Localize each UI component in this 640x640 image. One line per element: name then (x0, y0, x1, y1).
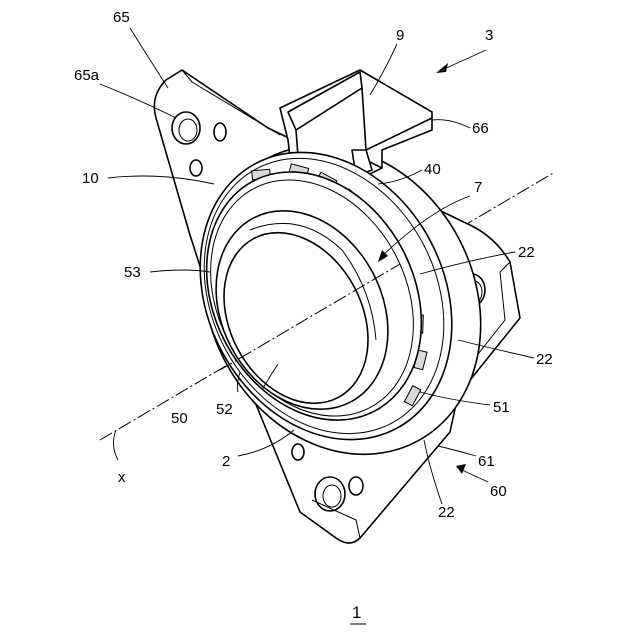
label-x: x (118, 469, 126, 486)
figure-number: 1 (352, 603, 361, 622)
label-10: 10 (82, 170, 99, 187)
label-61: 61 (478, 453, 495, 470)
label-65a: 65a (74, 67, 100, 84)
label-22-middle: 22 (536, 351, 553, 368)
label-51: 51 (493, 399, 510, 416)
label-22-upper: 22 (518, 244, 535, 261)
label-40: 40 (424, 161, 441, 178)
label-2: 2 (222, 453, 230, 470)
arrowhead-60 (456, 464, 466, 474)
arrowhead-3 (436, 63, 448, 73)
label-9: 9 (396, 27, 404, 44)
label-52: 52 (216, 401, 233, 418)
label-22-lower: 22 (438, 504, 455, 521)
label-66: 66 (472, 120, 489, 137)
label-3: 3 (485, 27, 493, 44)
label-53: 53 (124, 264, 141, 281)
label-7: 7 (474, 179, 482, 196)
label-50: 50 (171, 410, 188, 427)
label-60: 60 (490, 483, 507, 500)
label-65: 65 (113, 9, 130, 26)
